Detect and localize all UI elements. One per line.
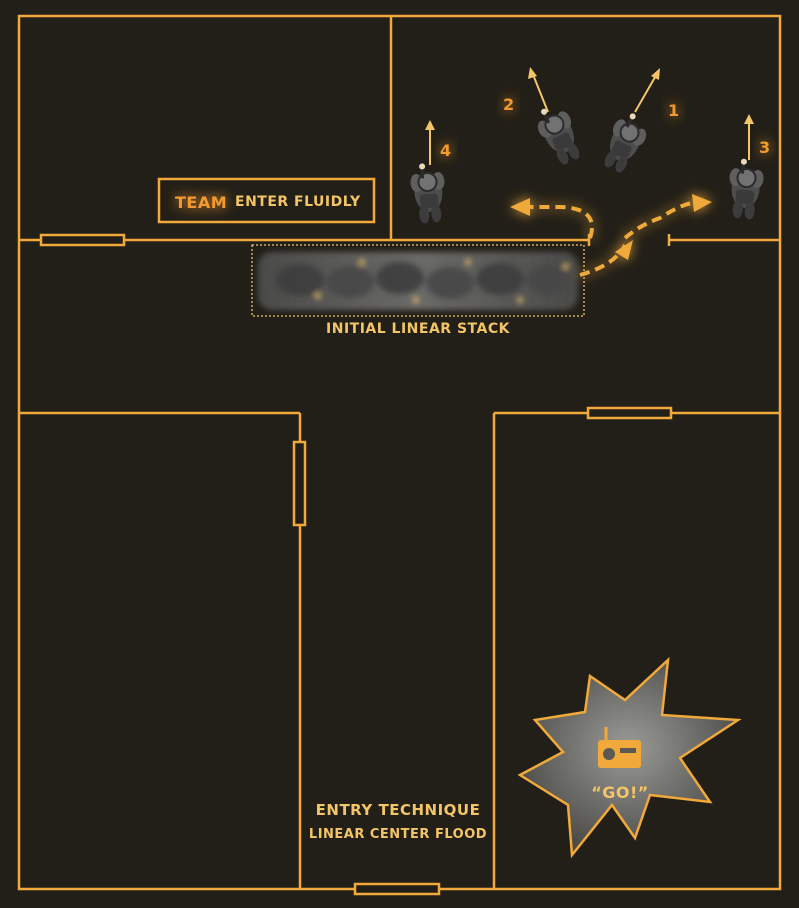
operator-3: 3: [725, 114, 771, 222]
operator-topdown-icon: [530, 99, 589, 170]
operator-number: 4: [440, 141, 452, 160]
windows: [39, 233, 673, 896]
movement-arrow-icon: [623, 201, 693, 240]
initial-stack: INITIAL LINEAR STACK: [251, 244, 585, 337]
operators: 1 2 3 4: [407, 67, 771, 226]
go-command: “GO!”: [591, 783, 649, 802]
callout-text: ENTER FLUIDLY: [235, 194, 361, 210]
window-left-room: [292, 440, 307, 527]
operator-number: 3: [759, 138, 771, 157]
operator-1: 1: [595, 68, 680, 178]
operator-number: 1: [668, 101, 680, 120]
operator-topdown-icon: [407, 160, 449, 226]
operator-topdown-icon: [725, 156, 767, 222]
entry-technique: ENTRY TECHNIQUE LINEAR CENTER FLOOD: [309, 801, 487, 842]
team-callout-box: TEAM ENTER FLUIDLY: [157, 177, 376, 224]
window-bottom: [353, 882, 441, 896]
operator-topdown-icon: [595, 107, 654, 178]
movement-arrow-icon: [528, 205, 594, 239]
movement-arrow-icon: [579, 244, 627, 277]
entry-title: ENTRY TECHNIQUE: [316, 801, 481, 819]
operator-2: 2: [503, 67, 589, 170]
operator-number: 2: [503, 95, 515, 114]
operator-4: 4: [407, 120, 452, 226]
callout-highlight: TEAM: [175, 193, 227, 212]
stack-label: INITIAL LINEAR STACK: [326, 321, 511, 337]
window-top-left: [39, 233, 126, 247]
movement-arrows: [510, 194, 712, 277]
go-burst: “GO!”: [517, 656, 742, 859]
window-hall-right: [586, 406, 673, 420]
entry-subtitle: LINEAR CENTER FLOOD: [309, 827, 487, 842]
radio-icon: [598, 727, 641, 768]
